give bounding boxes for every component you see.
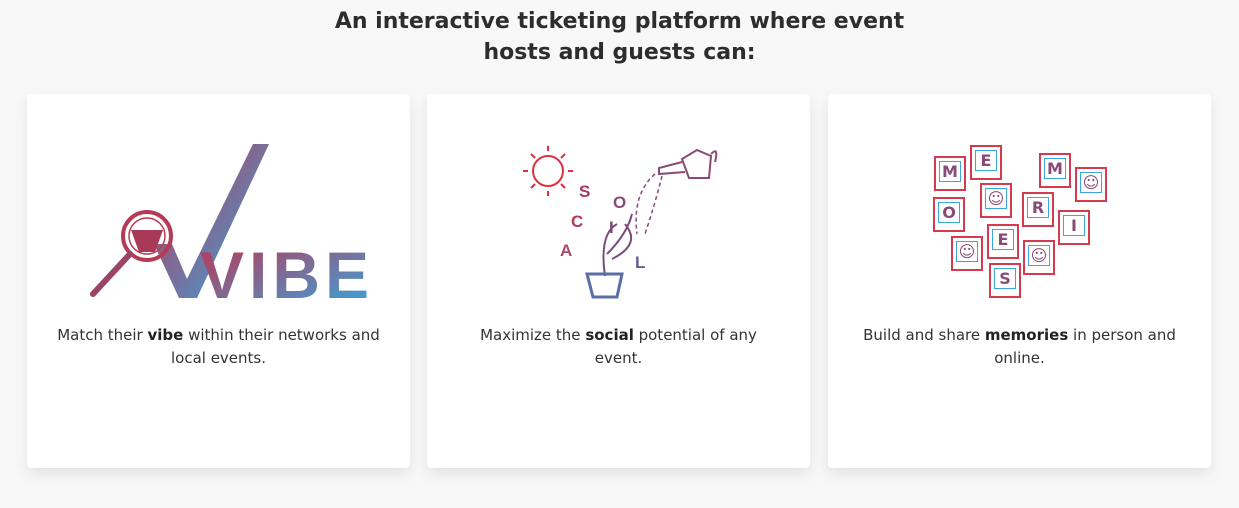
feature-card-vibe: VIBE Match their vibe within their netwo…: [27, 94, 410, 468]
memory-tile: O: [933, 197, 965, 232]
smiley-tile: ☺: [980, 183, 1012, 218]
smiley-tile: ☺: [1023, 240, 1055, 275]
memory-tile: E: [987, 224, 1019, 259]
feature-description: Maximize the social potential of any eve…: [480, 326, 757, 367]
vibe-logo-text: VIBE: [200, 238, 374, 312]
memory-tile: M: [934, 156, 966, 191]
svg-text:C: C: [571, 212, 583, 231]
svg-text:I: I: [609, 218, 614, 237]
section-heading: An interactive ticketing platform where …: [334, 9, 905, 65]
memory-tile: R: [1022, 192, 1054, 227]
social-plant-illustration: S O C I A L: [523, 146, 718, 299]
feature-card-social: S O C I A L Maximize the social potentia…: [427, 94, 810, 468]
feature-description: Match their vibe within their networks a…: [57, 326, 380, 367]
sun-icon: [523, 146, 573, 196]
svg-text:A: A: [560, 241, 572, 260]
smiley-tile: ☺: [951, 236, 983, 271]
memory-tile: E: [970, 145, 1002, 180]
memories-tiles: M E M ☺ O ☺ R I ☺ E ☺ S: [828, 94, 1211, 314]
memory-tile: M: [1039, 153, 1071, 188]
feature-card-memories: M E M ☺ O ☺ R I ☺ E ☺ S Build and share …: [828, 94, 1211, 468]
svg-text:O: O: [613, 193, 626, 212]
watering-can-icon: [658, 148, 718, 179]
vibe-logo: VIBE: [90, 144, 374, 312]
svg-text:L: L: [635, 253, 645, 272]
feature-description: Build and share memories in person and o…: [863, 326, 1176, 367]
memory-tile: I: [1058, 210, 1090, 245]
smiley-tile: ☺: [1075, 167, 1107, 202]
memory-tile: S: [989, 263, 1021, 298]
svg-text:S: S: [579, 182, 590, 201]
